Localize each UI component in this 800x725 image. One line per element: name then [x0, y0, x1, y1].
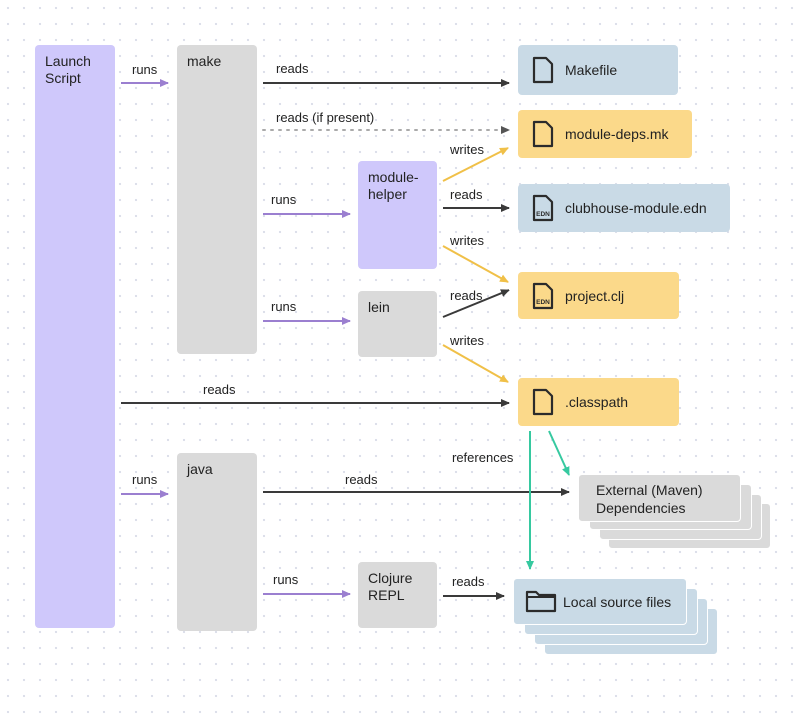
make-node: make — [177, 45, 257, 354]
launch-script-label: Launch Script — [45, 53, 91, 86]
edge-label-runs-repl: runs — [273, 572, 299, 587]
edge-label-reads-clubhouse: reads — [450, 187, 483, 202]
edn-file-icon: EDN — [532, 194, 554, 222]
clojure-repl-node: Clojure REPL — [358, 562, 437, 628]
module-helper-label: module- helper — [368, 169, 419, 202]
edn-icon-text: EDN — [536, 299, 550, 306]
lein-node: lein — [358, 291, 437, 357]
edge-label-runs-java: runs — [132, 472, 158, 487]
edn-file-icon: EDN — [532, 282, 554, 309]
edge-label-reads-classpath: reads — [203, 382, 236, 397]
edge-reads-project — [442, 289, 510, 318]
edge-label-runs-lein: runs — [271, 299, 297, 314]
document-icon — [532, 388, 554, 416]
external-deps-label: External (Maven) Dependencies — [596, 482, 703, 516]
edge-writes-project — [442, 245, 509, 283]
edge-label-runs-make: runs — [132, 62, 158, 77]
makefile-node: Makefile — [518, 45, 678, 95]
make-label: make — [187, 53, 222, 69]
document-icon — [532, 56, 554, 84]
java-node: java — [177, 453, 257, 631]
edge-label-reads-project: reads — [450, 288, 483, 303]
module-deps-label: module-deps.mk — [565, 126, 669, 142]
clubhouse-module-node: EDN clubhouse-module.edn — [518, 184, 730, 232]
local-source-node: Local source files — [513, 578, 687, 625]
classpath-node: .classpath — [518, 378, 679, 426]
edge-writes-classpath — [442, 344, 509, 383]
local-source-label: Local source files — [563, 594, 672, 610]
project-clj-label: project.clj — [565, 287, 625, 304]
lein-label: lein — [368, 299, 390, 315]
edge-label-reads-if-present: reads (if present) — [276, 110, 375, 125]
makefile-label: Makefile — [565, 62, 618, 78]
module-deps-node: module-deps.mk — [518, 110, 692, 158]
document-icon — [532, 120, 554, 148]
clojure-repl-label: Clojure REPL — [368, 570, 413, 603]
edge-writes-module-deps — [442, 147, 509, 182]
module-helper-node: module- helper — [358, 161, 437, 269]
java-label: java — [187, 461, 213, 477]
edge-label-runs-module-helper: runs — [271, 192, 297, 207]
launch-script-node: Launch Script — [35, 45, 115, 628]
edge-label-writes-module-deps: writes — [450, 142, 484, 157]
edge-label-reads-local: reads — [452, 574, 485, 589]
edge-label-reads-makefile: reads — [276, 61, 309, 76]
external-deps-node: External (Maven) Dependencies — [578, 474, 741, 522]
edge-label-references: references — [452, 450, 514, 465]
edge-references-external — [548, 430, 570, 476]
folder-icon — [525, 590, 557, 613]
clubhouse-module-label: clubhouse-module.edn — [565, 200, 707, 216]
project-clj-node: EDN project.clj — [518, 272, 679, 319]
edge-label-writes-classpath: writes — [450, 333, 484, 348]
edge-label-writes-project: writes — [450, 233, 484, 248]
edn-icon-text: EDN — [536, 211, 550, 218]
edge-label-reads-external: reads — [345, 472, 378, 487]
classpath-label: .classpath — [565, 394, 629, 410]
